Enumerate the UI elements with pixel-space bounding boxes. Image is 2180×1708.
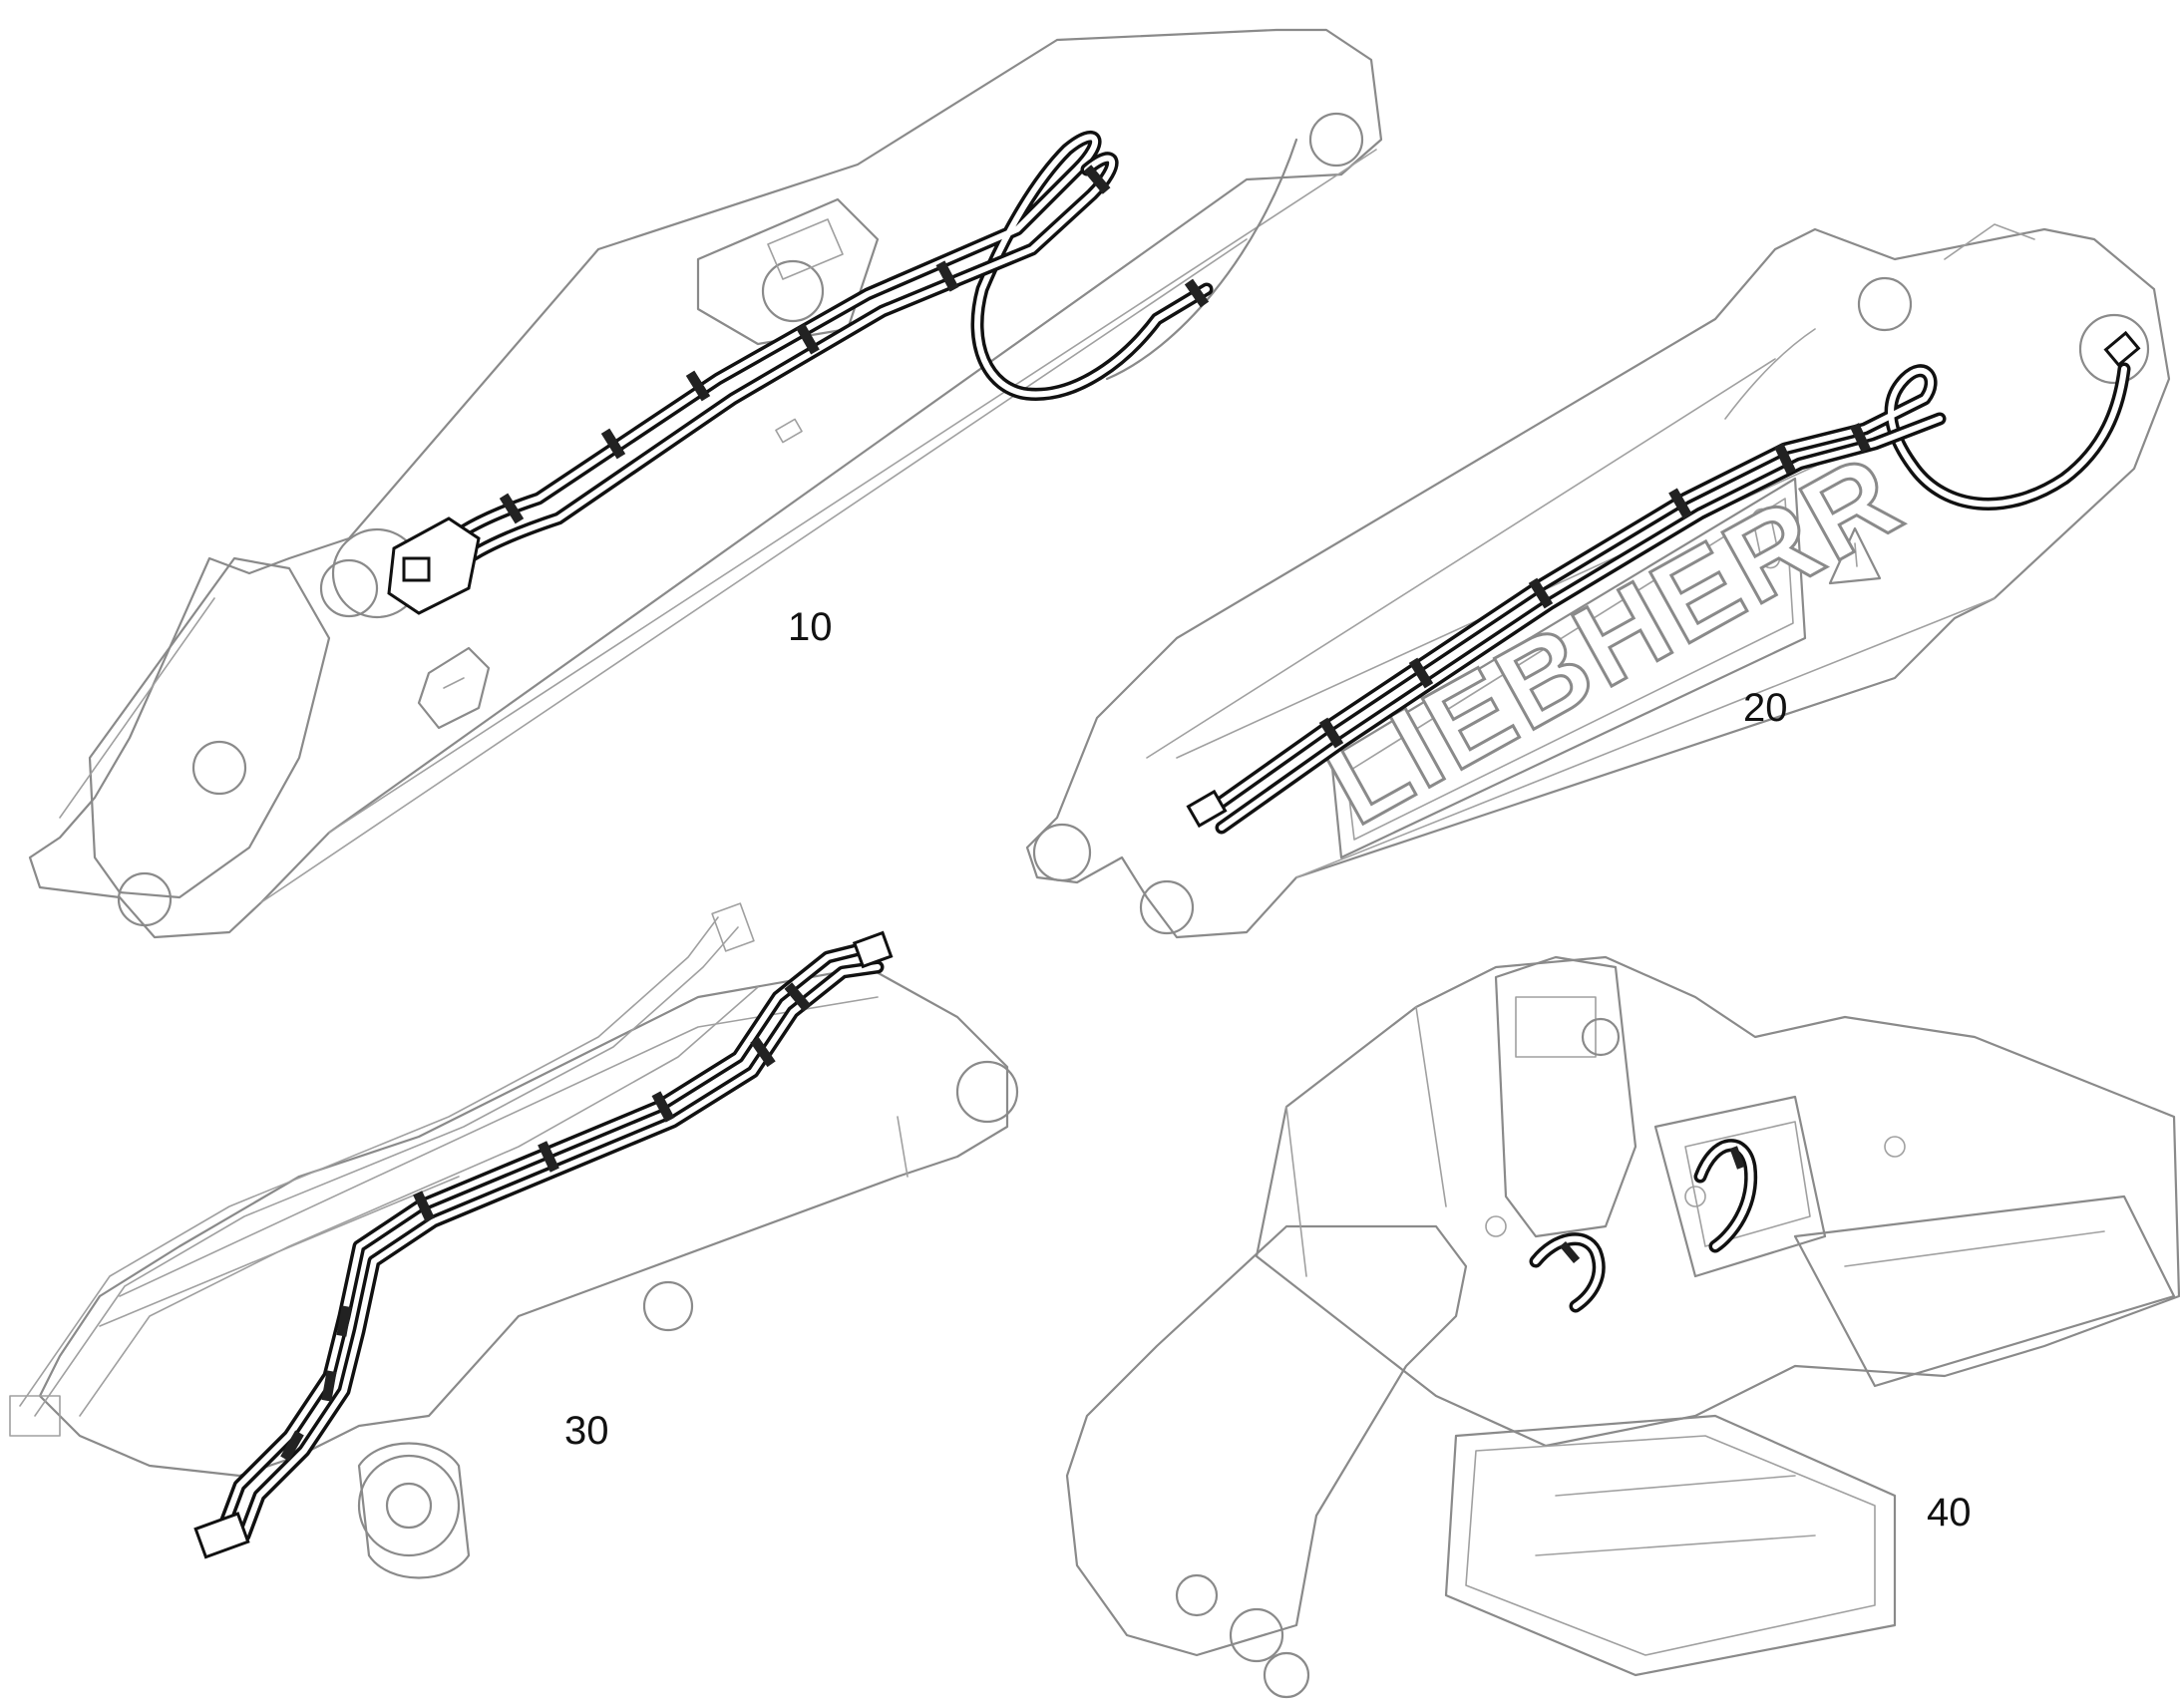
view-10-hose-assembly: [387, 131, 1214, 615]
view-20-boom: LIEBHERR 20: [1025, 223, 2171, 939]
view-30-label: 30: [564, 1409, 609, 1453]
view-40-uppercarriage: 40: [1065, 955, 2180, 1699]
view-20-label: 20: [1743, 686, 1788, 730]
view-10-label: 10: [788, 605, 833, 649]
view-20-boom-outline: [1025, 223, 2171, 939]
view-10-boom-outline: [28, 28, 1383, 939]
view-40-frame-outline: [1065, 955, 2180, 1699]
view-30-hose-assembly: [193, 930, 894, 1559]
view-20-brand-lettering: LIEBHERR: [1305, 428, 1924, 850]
view-30-stick: 30: [9, 902, 1019, 1579]
view-30-stick-outline: [9, 902, 1019, 1579]
view-20-hose-assembly: [1186, 330, 2141, 835]
view-10-boom: 10: [28, 28, 1383, 939]
view-40-label: 40: [1927, 1491, 1972, 1535]
view-40-hose-assembly: [1529, 1139, 1758, 1313]
